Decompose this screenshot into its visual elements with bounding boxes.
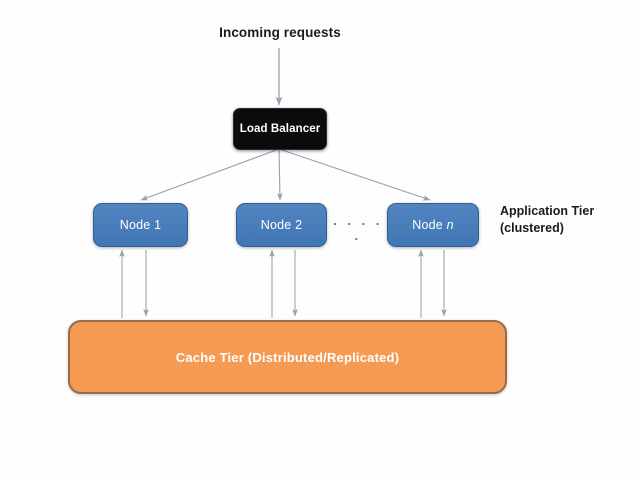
- node-n-label-italic: n: [446, 218, 454, 232]
- node-2-box[interactable]: Node 2: [236, 203, 327, 247]
- node-1-label: Node 1: [119, 218, 162, 232]
- arrow-lb-to-node-2: [277, 148, 283, 201]
- application-tier-line-2: (clustered): [500, 221, 564, 235]
- arrow-lb-to-node-n: [278, 148, 431, 201]
- node-n-label: Node n: [412, 218, 454, 232]
- load-balancer-box[interactable]: Load Balancer: [233, 108, 327, 150]
- application-tier-annotation: Application Tier (clustered): [500, 203, 632, 237]
- load-balancer-label: Load Balancer: [239, 123, 321, 135]
- cache-tier-box[interactable]: Cache Tier (Distributed/Replicated): [68, 320, 507, 394]
- node-n-box[interactable]: Node n: [387, 203, 479, 247]
- incoming-requests-label: Incoming requests: [219, 25, 341, 40]
- arrow-lb-to-node-1: [140, 148, 280, 201]
- node-1-box[interactable]: Node 1: [93, 203, 188, 247]
- node-n-label-prefix: Node: [412, 218, 447, 232]
- nodes-ellipsis: . . . . .: [333, 213, 383, 243]
- application-tier-line-1: Application Tier: [500, 204, 595, 218]
- cache-tier-label: Cache Tier (Distributed/Replicated): [175, 349, 400, 365]
- node-2-label: Node 2: [260, 218, 303, 232]
